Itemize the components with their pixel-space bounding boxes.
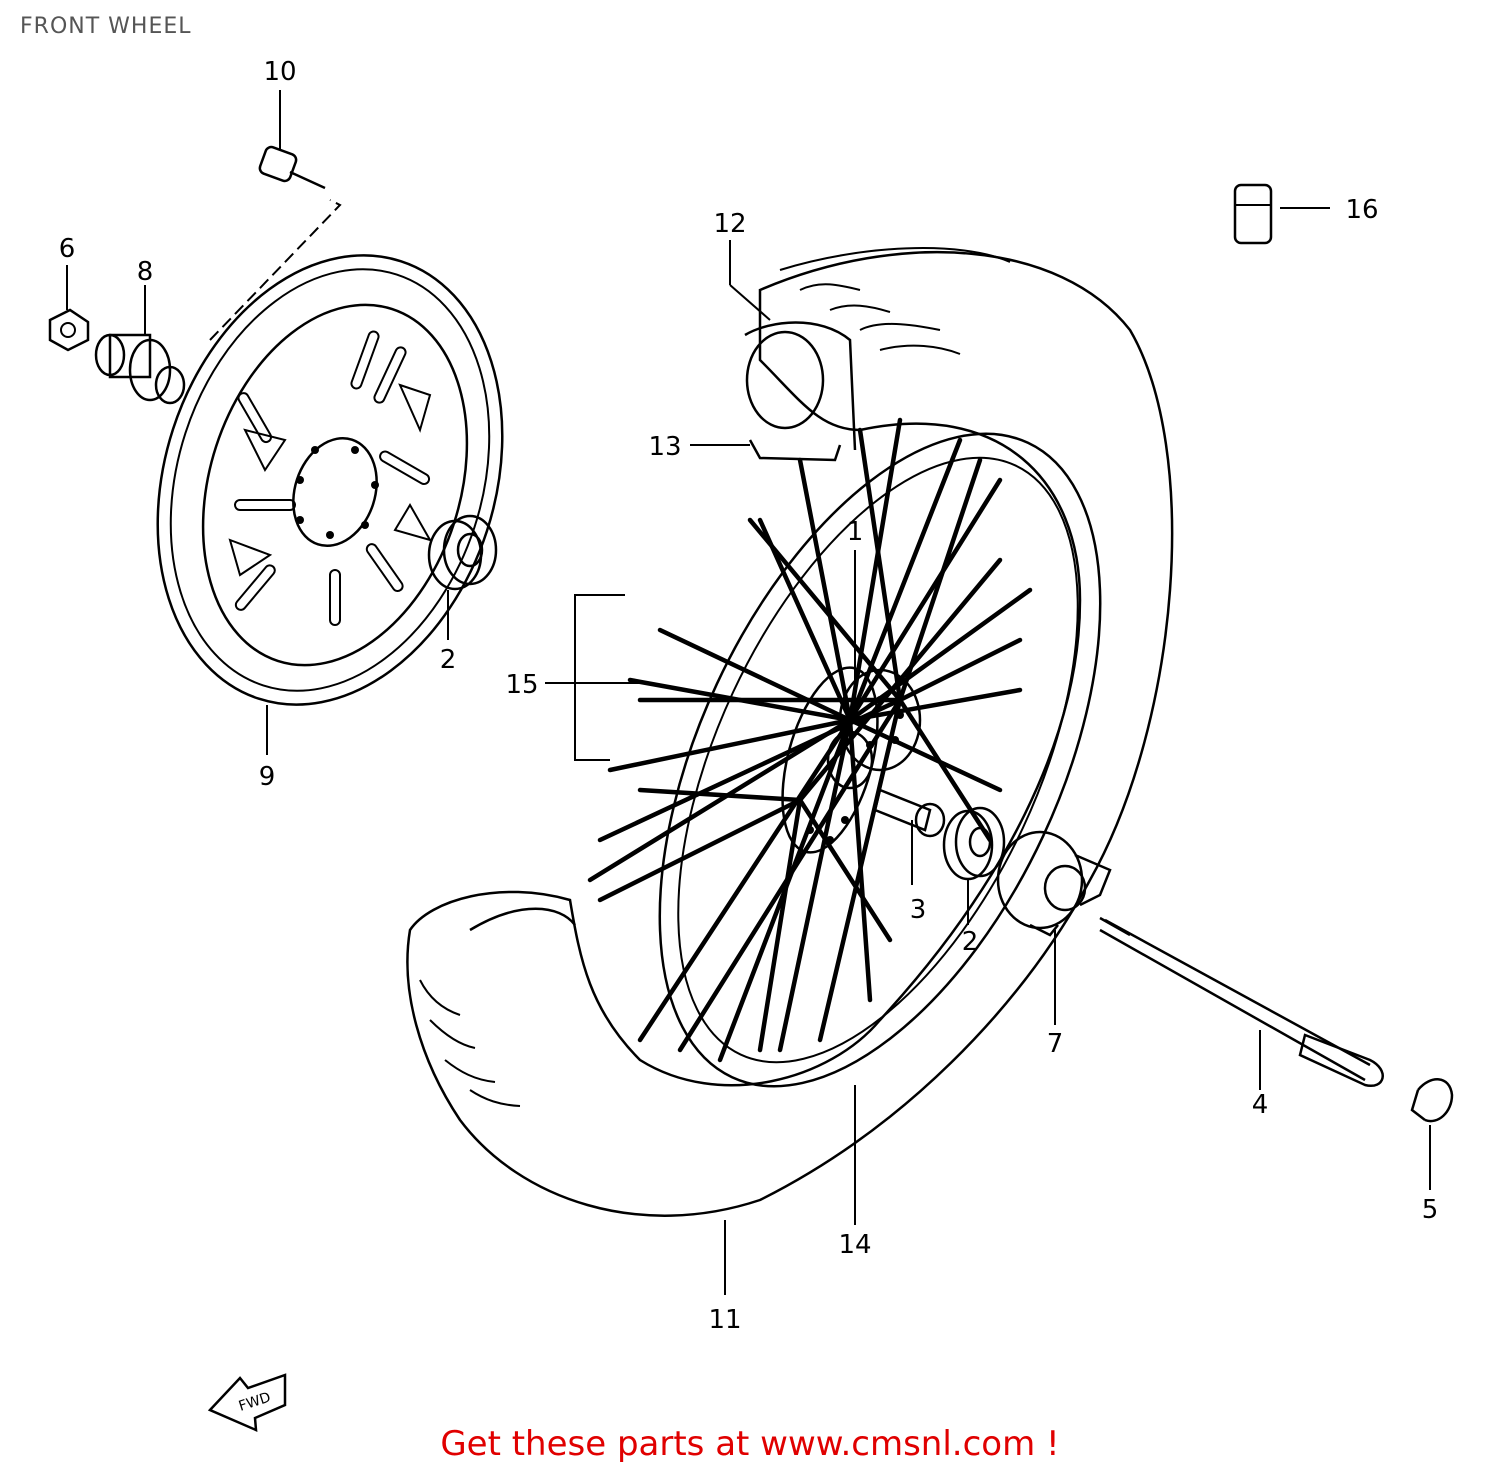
rim[interactable] — [569, 367, 1191, 1154]
callout-9: 9 — [259, 762, 276, 792]
valve-cap[interactable] — [1233, 183, 1273, 245]
axle-cap[interactable] — [1410, 1078, 1454, 1123]
callout-13: 13 — [648, 432, 681, 462]
callout-15: 15 — [505, 670, 538, 700]
brake-disc[interactable] — [102, 199, 558, 750]
callout-12: 12 — [713, 209, 746, 239]
callout-11: 11 — [708, 1305, 741, 1335]
spokes[interactable] — [587, 417, 1033, 1063]
callout-7: 7 — [1047, 1029, 1064, 1059]
callout-8: 8 — [137, 257, 154, 287]
callout-1: 1 — [847, 517, 864, 547]
axle-collar[interactable] — [873, 788, 946, 838]
tire[interactable] — [406, 247, 1174, 1217]
callout-4: 4 — [1252, 1090, 1269, 1120]
inner-tube[interactable] — [744, 321, 857, 451]
fwd-label: FWD — [237, 1390, 273, 1415]
callout-2-left: 2 — [440, 645, 457, 675]
callout-10: 10 — [263, 57, 296, 87]
callout-5: 5 — [1422, 1195, 1439, 1225]
axle-nut[interactable] — [48, 308, 90, 352]
front-axle[interactable] — [1099, 916, 1384, 1088]
callout-16: 16 — [1345, 195, 1378, 225]
rim-band[interactable] — [748, 439, 842, 462]
disc-bolt[interactable] — [258, 145, 326, 190]
wheel-bearing-right[interactable] — [942, 806, 1006, 881]
fwd-arrow: FWD — [207, 1373, 287, 1432]
callout-6: 6 — [59, 234, 76, 264]
spacer[interactable] — [94, 333, 186, 405]
leader-lines — [66, 90, 1431, 1295]
callout-2-right: 2 — [962, 927, 979, 957]
speedometer-gearbox[interactable] — [996, 830, 1112, 937]
callout-labels: 1 2 2 3 4 5 6 7 8 9 10 11 12 13 14 15 16 — [59, 57, 1439, 1335]
callout-3: 3 — [910, 895, 927, 925]
page-title: FRONT WHEEL — [20, 14, 192, 39]
wheel-bearing-left[interactable] — [427, 514, 498, 591]
get-parts-link[interactable]: Get these parts at www.cmsnl.com ! — [440, 1424, 1060, 1464]
callout-14: 14 — [838, 1230, 871, 1260]
